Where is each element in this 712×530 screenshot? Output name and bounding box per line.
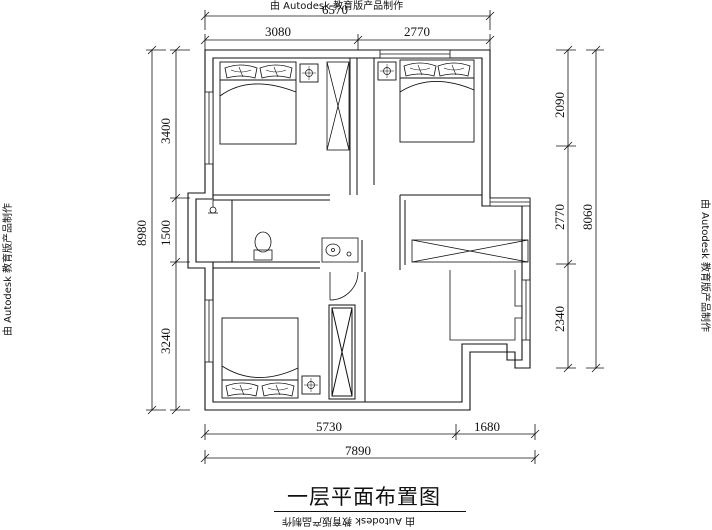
cabinet-living bbox=[411, 239, 529, 263]
pillow-icon bbox=[259, 64, 293, 79]
title-underline bbox=[274, 511, 466, 512]
interior-walls bbox=[213, 58, 482, 402]
pillow-icon bbox=[225, 382, 259, 397]
watermark-top: 由 Autodesk 教育版产品制作 bbox=[270, 1, 404, 12]
dim-right-mid: 2770 bbox=[552, 204, 567, 230]
dim-bottom-total: 7890 bbox=[345, 443, 371, 458]
dim-right-bottom: 2340 bbox=[552, 306, 567, 332]
dimension-top bbox=[200, 10, 495, 50]
nightstand-icon bbox=[377, 61, 397, 81]
dim-bottom-right: 1680 bbox=[474, 419, 500, 434]
page-title: 一层平面布置图 bbox=[287, 485, 441, 509]
dim-top-right: 2770 bbox=[404, 24, 430, 39]
window-left-top bbox=[204, 91, 214, 165]
dimension-left bbox=[146, 45, 190, 415]
tv-unit bbox=[449, 270, 523, 341]
window-right-lower bbox=[521, 279, 531, 341]
bed-top-right bbox=[399, 59, 475, 143]
wardrobe-lower bbox=[328, 304, 356, 400]
dim-left-bottom: 3240 bbox=[158, 328, 173, 354]
dim-left-total: 8980 bbox=[134, 220, 149, 246]
bed-top-left bbox=[219, 61, 297, 145]
dim-top-left: 3080 bbox=[265, 24, 291, 39]
bed-bottom-left bbox=[221, 317, 299, 399]
nightstand-icon bbox=[299, 63, 319, 83]
sink-icon bbox=[321, 237, 359, 263]
pillow-icon bbox=[403, 62, 437, 77]
nightstand-icon bbox=[301, 375, 321, 395]
window-left-bottom bbox=[204, 299, 214, 363]
window-right-upper bbox=[489, 197, 531, 207]
toilet-icon bbox=[253, 231, 273, 261]
dim-right-total: 8060 bbox=[580, 204, 595, 230]
dim-right-top: 2090 bbox=[552, 92, 567, 118]
shower-area bbox=[208, 200, 218, 214]
door-swing bbox=[329, 271, 359, 301]
exterior-walls bbox=[187, 49, 531, 411]
dim-top-total: 6570 bbox=[322, 2, 348, 17]
dim-left-top: 3400 bbox=[158, 118, 173, 144]
pillow-icon bbox=[437, 62, 471, 77]
dim-left-mid: 1500 bbox=[158, 220, 173, 246]
pillow-icon bbox=[224, 64, 258, 79]
pillow-icon bbox=[261, 382, 295, 397]
dimension-right bbox=[556, 45, 604, 373]
window-top-right bbox=[379, 49, 451, 59]
wardrobe-upper bbox=[326, 61, 350, 151]
dimension-bottom bbox=[200, 424, 540, 464]
dim-bottom-left: 5730 bbox=[316, 419, 342, 434]
